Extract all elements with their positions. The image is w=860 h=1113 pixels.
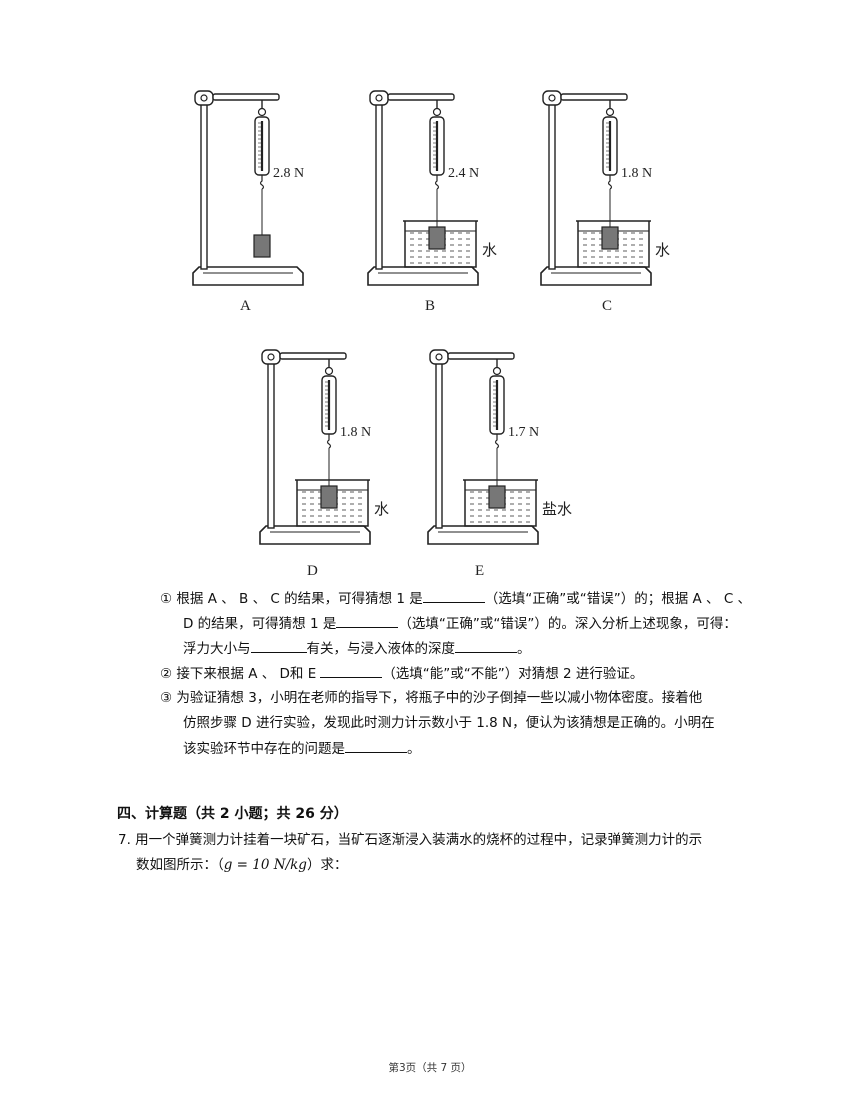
- answer-blank[interactable]: [422, 588, 485, 603]
- apparatus-drawing: 1.7 N 盐水: [427, 349, 572, 545]
- apparatus-figure-b: 2.4 N 水: [360, 85, 500, 290]
- answer-blank[interactable]: [320, 663, 383, 678]
- scale-reading: 2.4 N: [448, 166, 479, 181]
- question-1-line-1: ① 根据 A 、 B 、 C 的结果，可得猜想 1 是（选填“正确”或“错误”）…: [160, 588, 751, 609]
- answer-blank[interactable]: [455, 638, 517, 653]
- section-title: 四、计算题（共 2 小题；共 26 分）: [117, 806, 348, 822]
- apparatus-figure-a: 2.8 N: [185, 85, 325, 290]
- figure-label: D: [307, 563, 318, 579]
- scale-reading: 1.8 N: [621, 166, 652, 181]
- apparatus-figure-c: 1.8 N 水: [533, 85, 673, 290]
- apparatus-drawing: 1.8 N 水: [259, 349, 389, 545]
- question-3-line-1: ③ 为验证猜想 3，小明在老师的指导下，将瓶子中的沙子倒掉一些以减小物体密度。接…: [160, 690, 703, 706]
- scale-reading: 2.8 N: [273, 166, 304, 181]
- liquid-label: 盐水: [542, 500, 572, 518]
- scale-reading: 1.7 N: [508, 425, 539, 440]
- scale-reading: 1.8 N: [340, 425, 371, 440]
- liquid-label: 水: [374, 500, 389, 518]
- question-7-line-1: 7. 用一个弹簧测力计挂着一块矿石，当矿石逐渐浸入装满水的烧杯的过程中，记录弹簧…: [118, 832, 703, 848]
- question-3-line-3: 该实验环节中存在的问题是。: [183, 738, 421, 759]
- apparatus-figure-d: 1.8 N 水: [252, 344, 392, 549]
- page-footer: 第3页（共 7 页）: [388, 1062, 472, 1074]
- question-1-line-2: D 的结果，可得猜想 1 是（选填“正确”或“错误”）的。深入分析上述现象，可得…: [183, 613, 737, 634]
- question-3-line-2: 仿照步骤 D 进行实验，发现此时测力计示数小于 1.8 N，便认为该猜想是正确的…: [183, 715, 715, 731]
- apparatus-figure-e: 1.7 N 盐水: [420, 344, 572, 549]
- answer-blank[interactable]: [250, 638, 307, 653]
- figure-label: E: [475, 563, 485, 579]
- figure-label: A: [240, 298, 251, 314]
- question-1-line-3: 浮力大小与有关，与浸入液体的深度。: [183, 638, 531, 659]
- answer-blank[interactable]: [336, 613, 399, 628]
- question-7-line-2: 数如图所示：（g = 10 N/kg）求：: [136, 857, 348, 873]
- apparatus-drawing: 2.4 N 水: [367, 90, 497, 286]
- apparatus-drawing: 2.8 N: [192, 90, 304, 286]
- liquid-label: 水: [655, 241, 670, 259]
- figure-label: C: [602, 298, 613, 314]
- liquid-label: 水: [482, 241, 497, 259]
- figure-label: B: [425, 298, 436, 314]
- apparatus-drawing: 1.8 N 水: [540, 90, 670, 286]
- gravity-formula: g = 10 N/kg: [223, 857, 307, 873]
- question-2-line-1: ② 接下来根据 A 、 D和 E（选填“能”或“不能”）对猜想 2 进行验证。: [160, 663, 643, 684]
- answer-blank[interactable]: [345, 738, 407, 753]
